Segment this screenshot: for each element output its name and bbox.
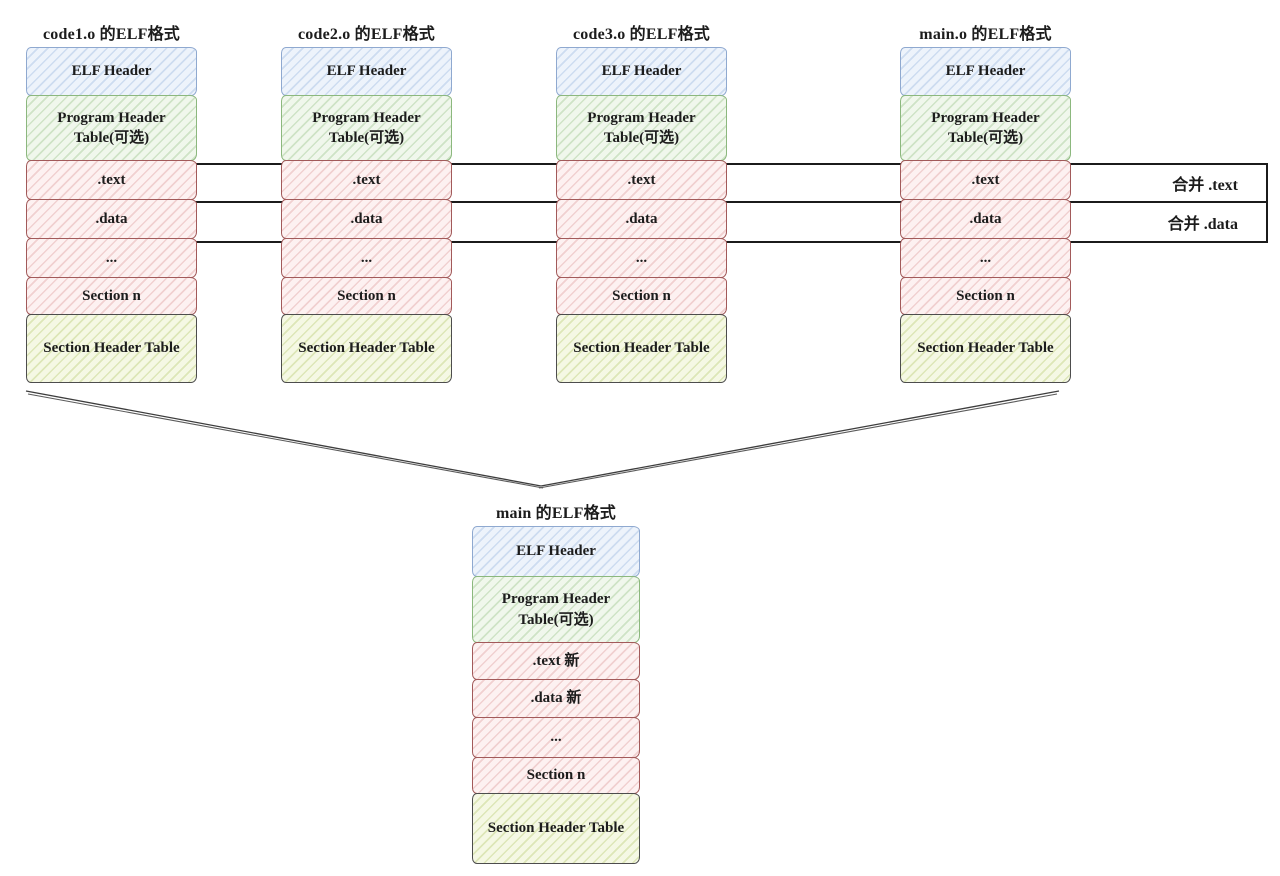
section-n-box: Section n (556, 277, 727, 315)
program-header-table-box: Program Header Table(可选) (281, 95, 452, 161)
elf-column-code1-o: code1.o 的ELF格式 ELF Header Program Header… (26, 16, 197, 383)
column-title: code1.o 的ELF格式 (42, 26, 181, 43)
text-section-box: .text (556, 160, 727, 200)
program-header-table-box: Program Header Table(可选) (556, 95, 727, 161)
elf-header-box: ELF Header (900, 47, 1071, 96)
elf-column-code2-o: code2.o 的ELF格式 ELF Header Program Header… (281, 16, 452, 383)
elf-column-main-merged: main 的ELF格式 ELF Header Program Header Ta… (472, 494, 640, 864)
elf-column-main-o: main.o 的ELF格式 ELF Header Program Header … (900, 16, 1071, 383)
elf-column-code3-o: code3.o 的ELF格式 ELF Header Program Header… (556, 16, 727, 383)
section-header-table-box: Section Header Table (900, 314, 1071, 383)
data-section-box: .data (26, 199, 197, 239)
elf-header-box: ELF Header (556, 47, 727, 96)
data-section-box: .data (556, 199, 727, 239)
program-header-table-box: Program Header Table(可选) (900, 95, 1071, 161)
ellipsis-section-box: ... (556, 238, 727, 278)
data-section-new-box: .data 新 (472, 679, 640, 718)
ellipsis-section-box: ... (900, 238, 1071, 278)
data-section-box: .data (900, 199, 1071, 239)
elf-header-box: ELF Header (26, 47, 197, 96)
section-n-box: Section n (472, 757, 640, 794)
section-header-table-box: Section Header Table (281, 314, 452, 383)
section-n-box: Section n (900, 277, 1071, 315)
text-section-box: .text (26, 160, 197, 200)
column-title: main 的ELF格式 (496, 504, 616, 522)
section-n-box: Section n (281, 277, 452, 315)
column-title: main.o 的ELF格式 (919, 26, 1052, 43)
text-section-new-box: .text 新 (472, 642, 640, 680)
data-section-box: .data (281, 199, 452, 239)
merge-data-label: 合并 .data (1167, 216, 1238, 233)
ellipsis-section-box: ... (472, 717, 640, 758)
program-header-table-box: Program Header Table(可选) (472, 576, 640, 643)
column-title: code2.o 的ELF格式 (297, 26, 436, 43)
program-header-table-box: Program Header Table(可选) (26, 95, 197, 161)
text-section-box: .text (900, 160, 1071, 200)
elf-header-box: ELF Header (281, 47, 452, 96)
text-section-box: .text (281, 160, 452, 200)
ellipsis-section-box: ... (26, 238, 197, 278)
section-header-table-box: Section Header Table (556, 314, 727, 383)
section-header-table-box: Section Header Table (26, 314, 197, 383)
ellipsis-section-box: ... (281, 238, 452, 278)
section-n-box: Section n (26, 277, 197, 315)
section-header-table-box: Section Header Table (472, 793, 640, 864)
merge-text-label: 合并 .text (1172, 177, 1238, 194)
column-title: code3.o 的ELF格式 (572, 26, 711, 43)
elf-header-box: ELF Header (472, 526, 640, 577)
